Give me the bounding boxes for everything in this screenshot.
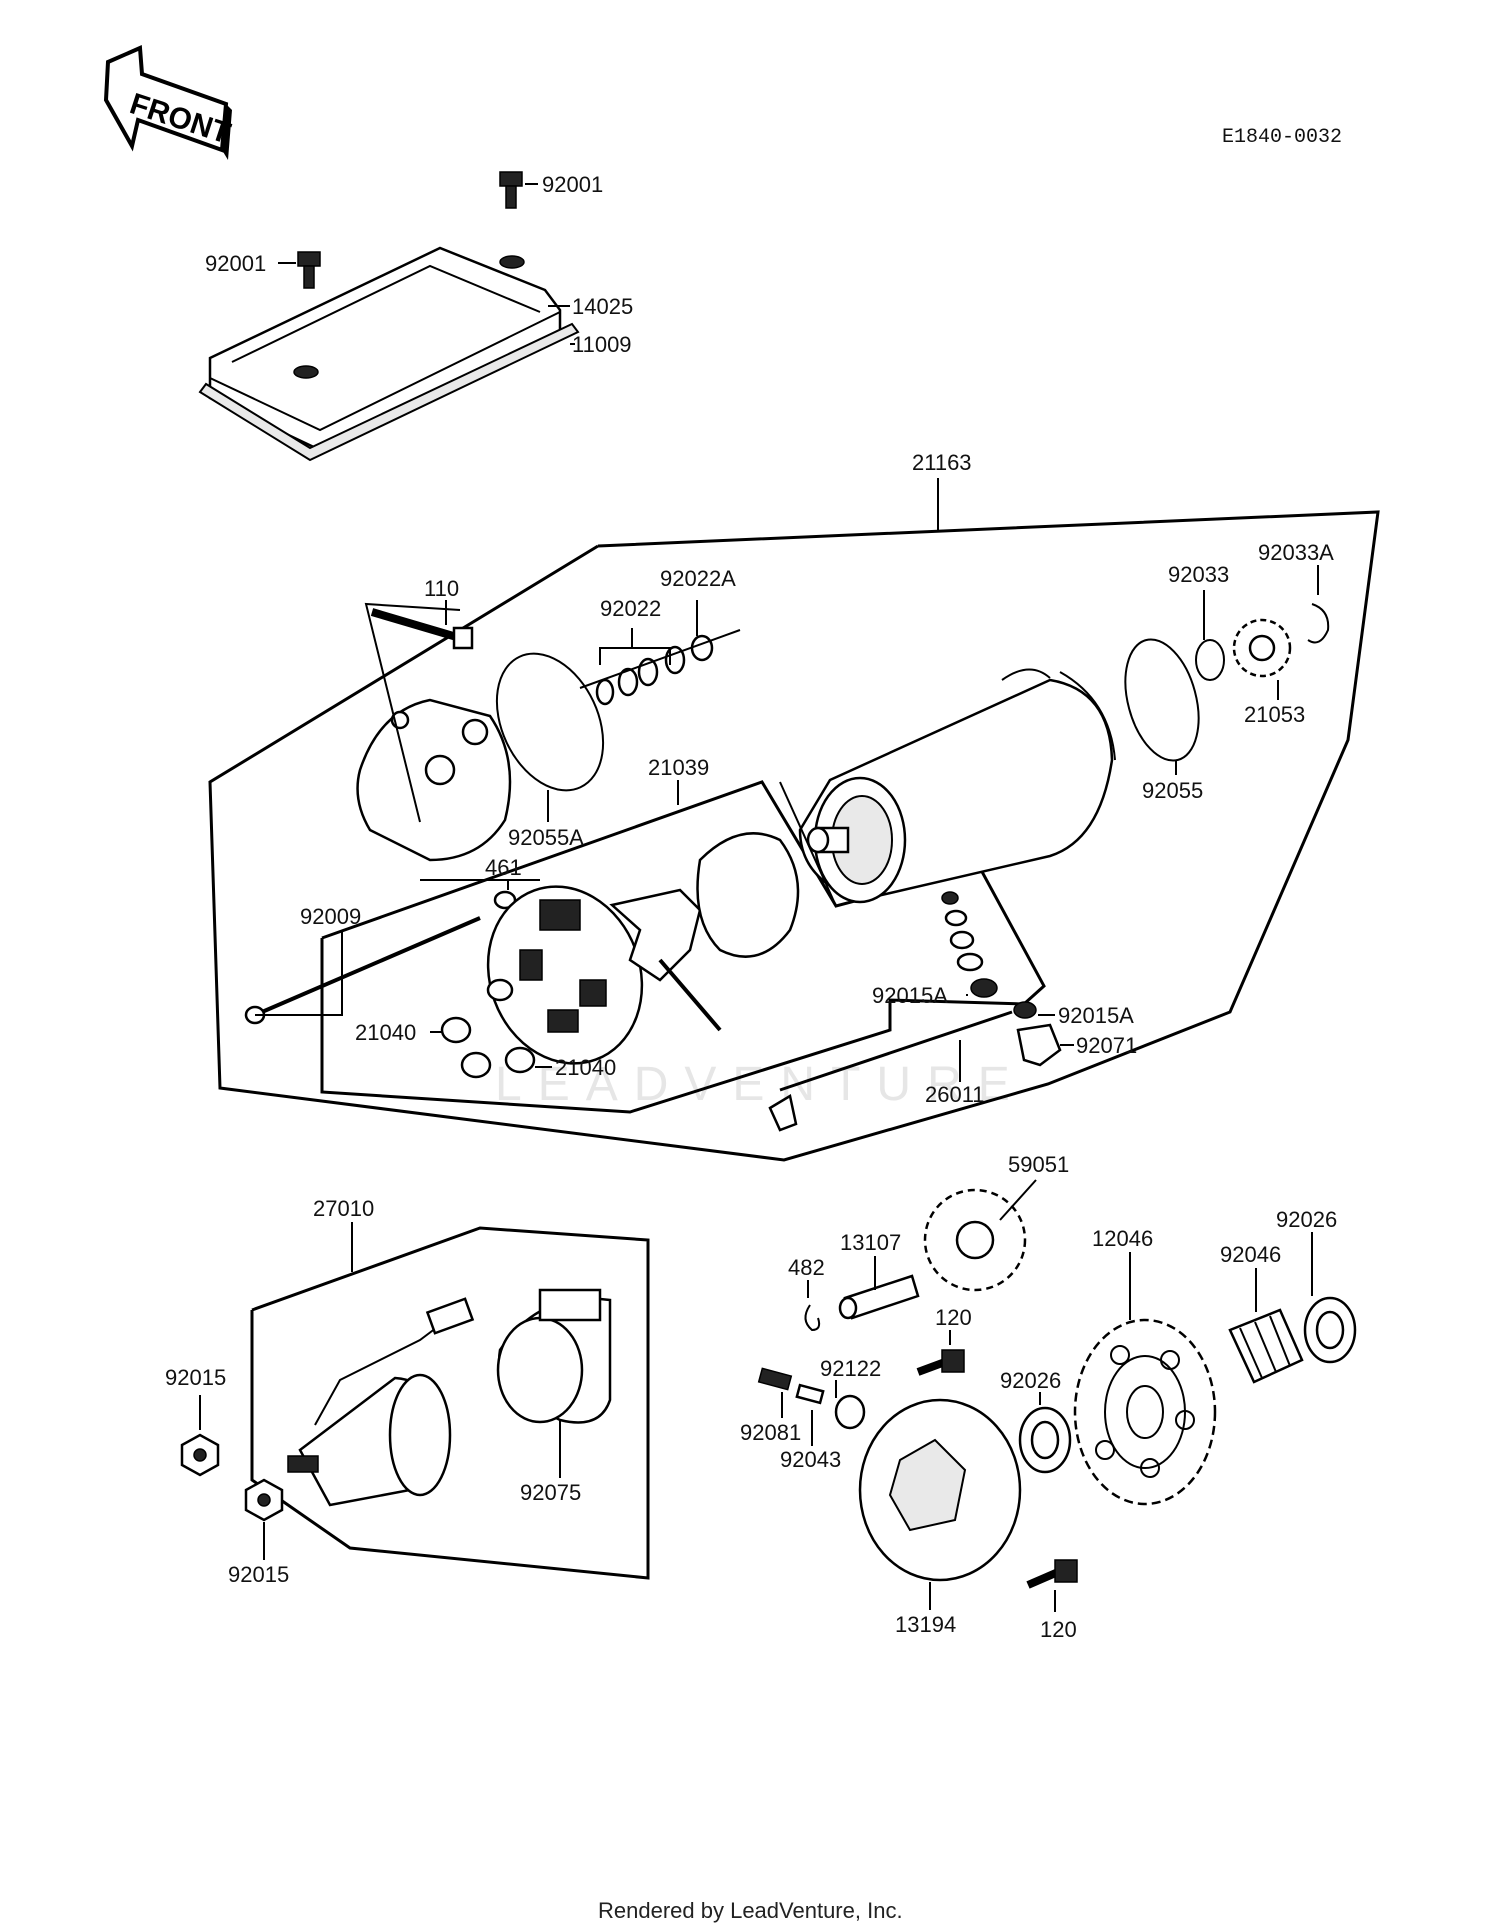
nut-92015-top xyxy=(180,1433,220,1477)
spring-92081 xyxy=(757,1367,793,1391)
cap-92071 xyxy=(1016,1023,1062,1067)
label-92009: 92009 xyxy=(300,904,361,929)
label-92022: 92022 xyxy=(600,596,661,621)
yoke-ring xyxy=(696,832,800,958)
terminal-washers xyxy=(941,891,998,998)
footer-credit: Rendered by LeadVenture, Inc. xyxy=(598,1898,903,1923)
label-92033A: 92033A xyxy=(1258,540,1334,565)
label-12046: 12046 xyxy=(1092,1226,1153,1251)
label-92022A: 92022A xyxy=(660,566,736,591)
sprocket-12046 xyxy=(1073,1318,1217,1506)
washer-92026-mid xyxy=(1018,1406,1072,1474)
label-59051: 59051 xyxy=(1008,1152,1069,1177)
label-92026-right: 92026 xyxy=(1276,1207,1337,1232)
label-92046: 92046 xyxy=(1220,1242,1281,1267)
diagram-code: E1840-0032 xyxy=(1222,126,1342,149)
pin-92043 xyxy=(795,1383,825,1405)
nut-92015-bottom xyxy=(244,1478,284,1522)
brushes-21040 xyxy=(440,978,536,1079)
circlip-92033A xyxy=(1307,603,1330,644)
label-92026-mid: 92026 xyxy=(1000,1368,1061,1393)
label-92001-left: 92001 xyxy=(205,251,266,276)
border-21163 xyxy=(208,510,1380,1162)
label-92033: 92033 xyxy=(1168,562,1229,587)
clip-482 xyxy=(804,1304,821,1332)
label-26011: 26011 xyxy=(925,1082,985,1107)
label-92015A-left: 92015A xyxy=(872,983,948,1008)
label-21040-left: 21040 xyxy=(355,1020,416,1045)
o-ring-92055 xyxy=(1124,638,1200,762)
label-92015-top: 92015 xyxy=(165,1365,226,1390)
label-92071: 92071 xyxy=(1076,1033,1137,1058)
front-arrow-icon: FRONT xyxy=(103,45,234,160)
border-27010 xyxy=(250,1226,650,1580)
label-21039: 21039 xyxy=(648,755,709,780)
bearing-92046 xyxy=(1228,1308,1304,1384)
label-13194: 13194 xyxy=(895,1612,956,1637)
bolt-92001-top xyxy=(499,171,523,209)
roller-92122 xyxy=(834,1394,866,1430)
label-120-top: 120 xyxy=(935,1305,972,1330)
label-92081: 92081 xyxy=(740,1420,801,1445)
label-120-bottom: 120 xyxy=(1040,1617,1077,1642)
starter-motor xyxy=(287,1297,475,1507)
shaft-13107 xyxy=(838,1274,920,1320)
label-92122: 92122 xyxy=(820,1356,881,1381)
label-92055A: 92055A xyxy=(508,825,584,850)
starter-cover-92075 xyxy=(496,1288,612,1424)
label-92075: 92075 xyxy=(520,1480,581,1505)
o-ring-92055A xyxy=(495,652,605,792)
label-21053: 21053 xyxy=(1244,702,1305,727)
gear-59051 xyxy=(923,1188,1027,1292)
clutch-13194 xyxy=(858,1398,1022,1582)
cover-assembly: 92001 92001 14025 11009 xyxy=(198,171,633,462)
washer-92026-right xyxy=(1303,1296,1357,1364)
watermark: LEADVENTURE xyxy=(495,1058,1026,1111)
brush-leads xyxy=(609,888,702,982)
label-482: 482 xyxy=(788,1255,825,1280)
label-92015-bottom: 92015 xyxy=(228,1562,289,1587)
gasket-11009 xyxy=(198,322,580,462)
label-14025: 14025 xyxy=(572,294,633,319)
label-461: 461 xyxy=(485,855,522,880)
pinion-gear-21053 xyxy=(1232,618,1292,678)
brush-holder xyxy=(486,885,644,1065)
armature-housing xyxy=(798,668,1116,904)
label-92015A-right: 92015A xyxy=(1058,1003,1134,1028)
label-92001-top: 92001 xyxy=(542,172,603,197)
label-92055: 92055 xyxy=(1142,778,1203,803)
bolt-120-top xyxy=(916,1349,965,1376)
label-92043: 92043 xyxy=(780,1447,841,1472)
bolt-92001-left xyxy=(297,251,321,289)
bolt-120-bottom xyxy=(1026,1559,1078,1589)
label-110: 110 xyxy=(424,576,459,601)
label-11009: 11009 xyxy=(572,332,632,357)
end-cover xyxy=(356,698,512,862)
label-21163: 21163 xyxy=(912,450,972,475)
label-27010: 27010 xyxy=(313,1196,374,1221)
label-21040-bottom: 21040 xyxy=(555,1055,616,1080)
lead-26011 xyxy=(779,1010,1013,1092)
label-13107: 13107 xyxy=(840,1230,901,1255)
